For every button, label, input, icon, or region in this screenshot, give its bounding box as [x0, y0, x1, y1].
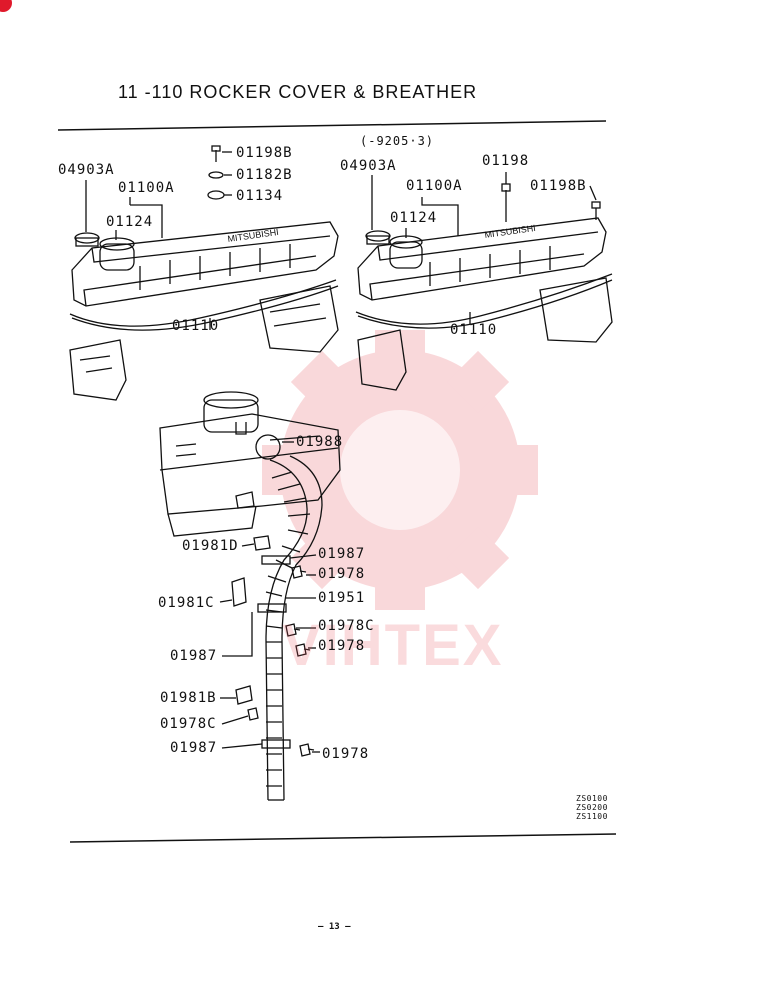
clamp-01987-a [261, 555, 291, 565]
bracket-01981B [235, 685, 253, 705]
label-01987-a: 01987 [318, 546, 366, 562]
label-01124-right: 01124 [390, 210, 438, 226]
bolt-01198B [211, 145, 221, 162]
bolt-01978-c [299, 743, 315, 757]
engine-block [159, 391, 341, 537]
label-01988: 01988 [296, 434, 344, 450]
label-01978-b: 01978 [318, 638, 366, 654]
label-01100A-left: 01100A [118, 180, 175, 196]
bolt-01978C-b [247, 707, 259, 721]
label-01110-right: 01110 [450, 322, 498, 338]
label-01978-a: 01978 [318, 566, 366, 582]
svg-text:MITSUBISHI: MITSUBISHI [484, 223, 536, 240]
clamp-01987-b [257, 603, 287, 613]
label-01981C: 01981C [158, 595, 215, 611]
cap-04903A-right [365, 230, 391, 242]
code-list: ZS0100 ZS0200 ZS1100 [576, 794, 608, 821]
label-01951: 01951 [318, 590, 366, 606]
washer-01182B [208, 171, 224, 179]
clamp-01987-c [261, 739, 291, 749]
page-number: – 13 – [318, 922, 351, 932]
label-01987-c: 01987 [170, 740, 218, 756]
page-title: 11 -110 ROCKER COVER & BREATHER [118, 82, 478, 102]
label-01134: 01134 [236, 188, 284, 204]
label-01182B: 01182B [236, 167, 293, 183]
label-01198: 01198 [482, 153, 530, 169]
label-01981D: 01981D [182, 538, 239, 554]
code-item: ZS1100 [576, 812, 608, 821]
label-04903A-left: 04903A [58, 162, 115, 178]
o-ring-01988 [255, 434, 281, 460]
label-01124-left: 01124 [106, 214, 154, 230]
label-01110-left: 01110 [172, 318, 220, 334]
bolt-01978-b [295, 643, 311, 657]
bolt-01978C-a [285, 623, 301, 637]
bottom-rule [69, 833, 617, 843]
label-01198B-right: 01198B [530, 178, 587, 194]
cap-04903A-left [74, 232, 100, 244]
corner-mark [0, 0, 12, 12]
rocker-cover-left: MITSUBISHI [69, 221, 339, 401]
label-01981B: 01981B [160, 690, 217, 706]
serial-note: (-9205·3) [360, 134, 435, 148]
code-item: ZS0100 [576, 794, 608, 803]
bracket-01981C [231, 577, 247, 607]
seal-01134 [207, 190, 225, 200]
svg-text:MITSUBISHI: MITSUBISHI [227, 227, 279, 244]
label-04903A-right: 04903A [340, 158, 397, 174]
bolt-01978-a [291, 565, 307, 579]
label-01100A-right: 01100A [406, 178, 463, 194]
label-01978-c: 01978 [322, 746, 370, 762]
label-01978C-a: 01978C [318, 618, 375, 634]
label-01987-b: 01987 [170, 648, 218, 664]
bracket-01981D [253, 535, 271, 551]
code-item: ZS0200 [576, 803, 608, 812]
watermark-text: VIHTEX [282, 613, 504, 678]
label-01978C-b: 01978C [160, 716, 217, 732]
label-01198B-top: 01198B [236, 145, 293, 161]
top-rule [57, 120, 607, 131]
